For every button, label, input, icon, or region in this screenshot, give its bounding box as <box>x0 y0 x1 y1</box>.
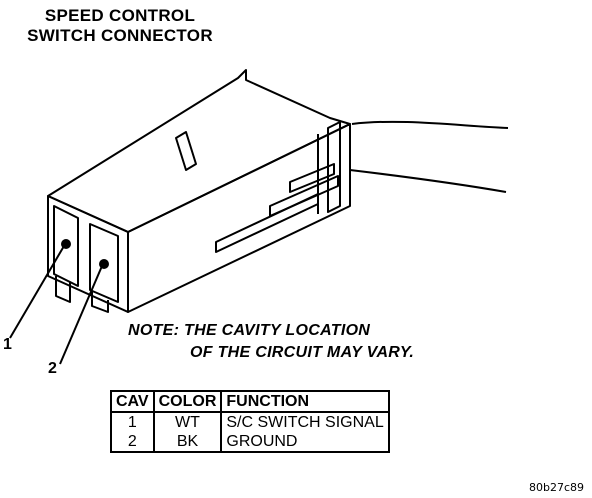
figure-id: 80b27c89 <box>528 481 584 494</box>
cavity-1-outline <box>53 205 79 287</box>
header-color: COLOR <box>152 390 223 413</box>
wire-lower <box>349 169 507 193</box>
wire-upper <box>351 120 509 129</box>
diagram-title: SPEED CONTROL SWITCH CONNECTOR <box>0 6 240 46</box>
cavity-table: CAV COLOR FUNCTION 1 WT S/C SWITCH SIGNA… <box>110 390 390 453</box>
row-2-color: BK <box>152 432 223 453</box>
callout-2: 2 <box>48 360 57 377</box>
table-row: 2 BK GROUND <box>110 432 390 453</box>
row-2-cav: 2 <box>110 432 155 453</box>
side-slot-2 <box>269 175 339 217</box>
note-line-1: NOTE: THE CAVITY LOCATION <box>128 322 371 339</box>
row-2-function: GROUND <box>220 432 390 453</box>
row-1-function: S/C SWITCH SIGNAL <box>220 412 390 432</box>
leader-line-2 <box>59 265 103 365</box>
leader-line-1 <box>9 245 65 339</box>
cavity-2-outline <box>89 223 119 303</box>
callout-1: 1 <box>3 336 12 353</box>
header-cav: CAV <box>110 390 155 413</box>
note-line-2: OF THE CIRCUIT MAY VARY. <box>190 344 415 361</box>
table-header-row: CAV COLOR FUNCTION <box>110 390 390 413</box>
title-line-2: SWITCH CONNECTOR <box>27 26 213 45</box>
table-row: 1 WT S/C SWITCH SIGNAL <box>110 412 390 432</box>
side-slot-1 <box>215 193 319 253</box>
row-1-cav: 1 <box>110 412 155 432</box>
latch-ramp <box>175 131 197 171</box>
connector-side-face <box>127 123 351 313</box>
row-1-color: WT <box>152 412 223 432</box>
connector-top-face <box>47 69 351 233</box>
connector-rear-collar <box>327 121 341 213</box>
header-function: FUNCTION <box>220 390 390 413</box>
title-line-1: SPEED CONTROL <box>44 6 196 25</box>
